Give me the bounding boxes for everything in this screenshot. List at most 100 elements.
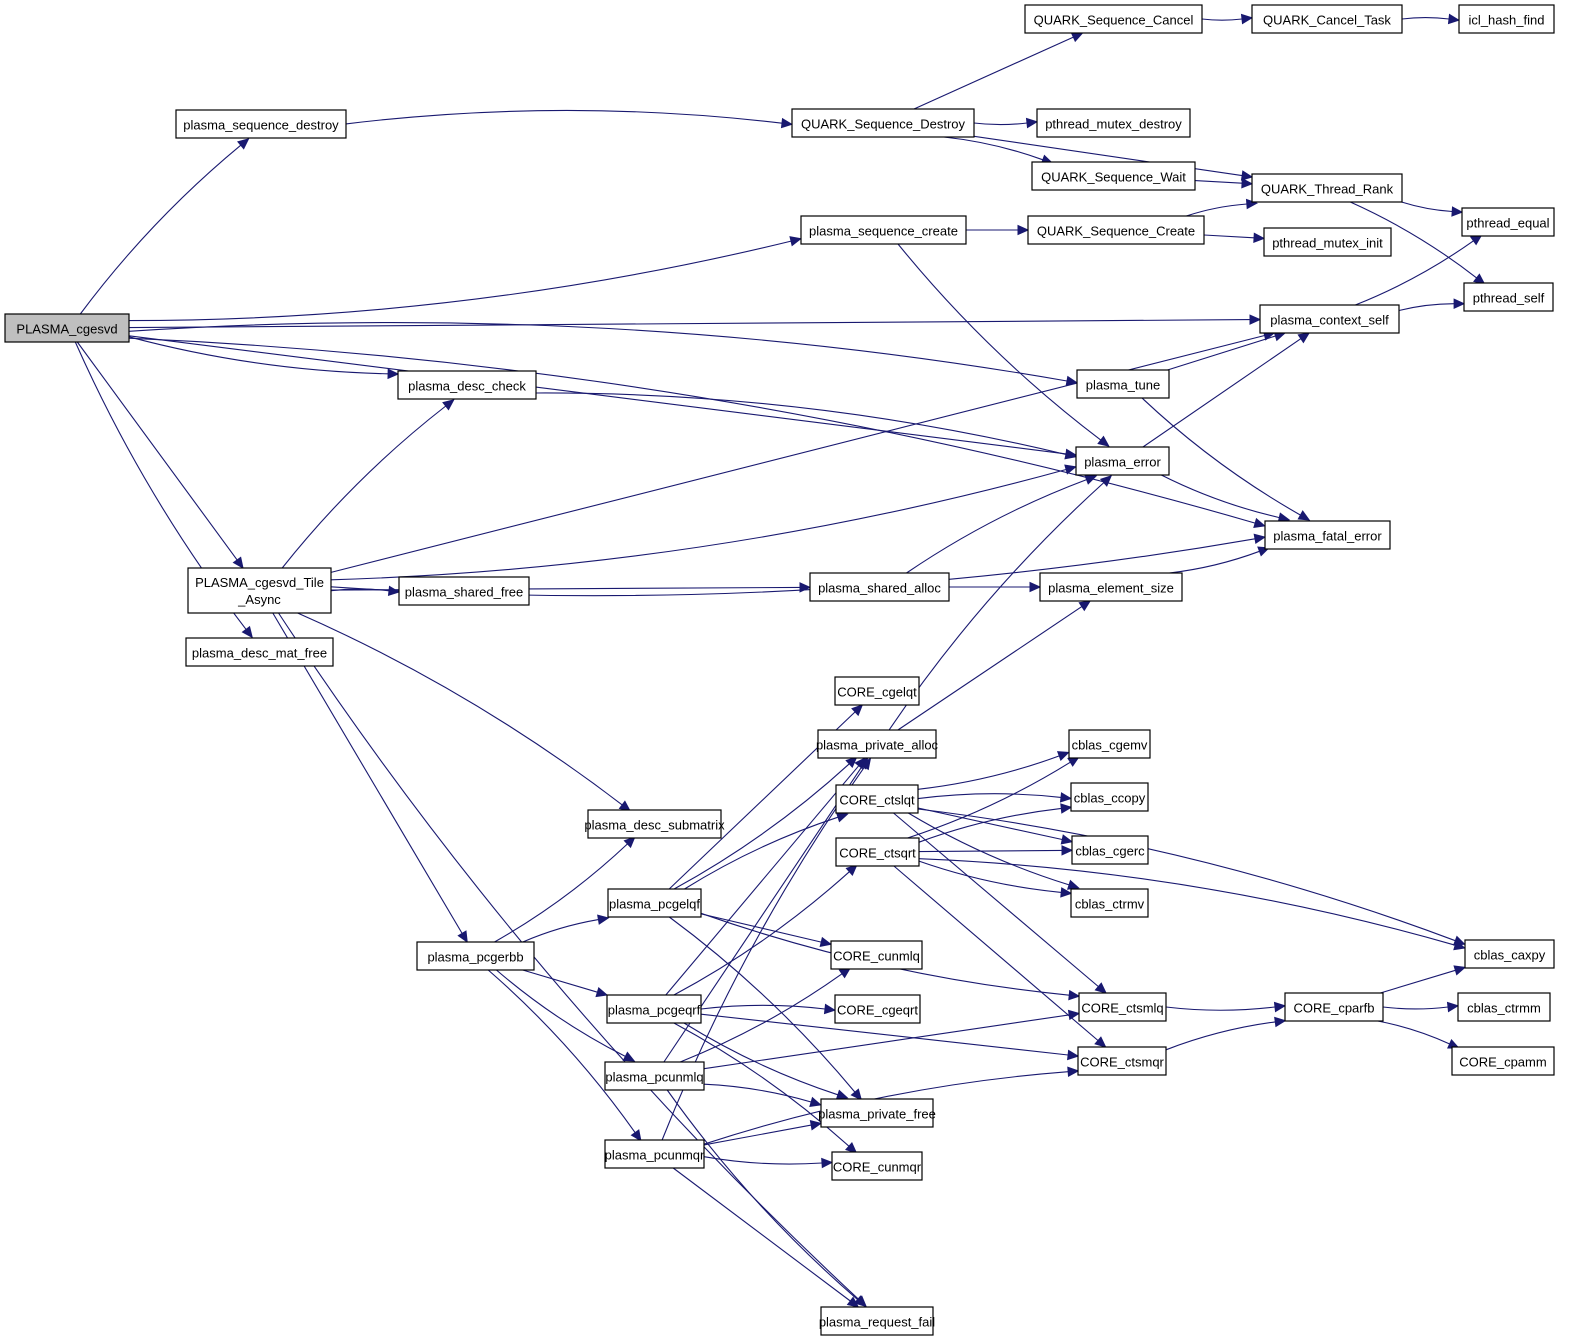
node-core-ctslqt[interactable]: CORE_ctslqt xyxy=(835,784,919,814)
node-plasma-pcgelqf[interactable]: plasma_pcgelqf xyxy=(607,888,702,918)
node-plasma-request-fail[interactable]: plasma_request_fail xyxy=(819,1306,935,1336)
node-box[interactable] xyxy=(4,313,130,343)
node-box[interactable] xyxy=(604,1139,705,1169)
node-plasma-pcunmlq[interactable]: plasma_pcunmlq xyxy=(604,1061,705,1091)
node-box[interactable] xyxy=(398,576,530,606)
node-box[interactable] xyxy=(809,572,950,602)
node-cblas-caxpy[interactable]: cblas_caxpy xyxy=(1464,939,1555,969)
node-box[interactable] xyxy=(834,994,921,1024)
node-box[interactable] xyxy=(1077,1046,1167,1076)
node-cblas-ctrmm[interactable]: cblas_ctrmm xyxy=(1457,992,1551,1022)
node-box[interactable] xyxy=(1264,520,1391,550)
node-cblas-ctrmv[interactable]: cblas_ctrmv xyxy=(1070,888,1149,918)
node-box[interactable] xyxy=(800,215,967,245)
node-pthread-mutex-destroy[interactable]: pthread_mutex_destroy xyxy=(1036,108,1191,138)
node-box[interactable] xyxy=(1071,835,1149,865)
node-box[interactable] xyxy=(830,940,923,970)
node-box[interactable] xyxy=(831,1151,923,1181)
node-box[interactable] xyxy=(1251,173,1403,203)
node-plasma-pcgerbb[interactable]: plasma_pcgerbb xyxy=(416,941,535,971)
node-plasma-element-size[interactable]: plasma_element_size xyxy=(1039,572,1183,602)
node-box[interactable] xyxy=(1075,446,1170,476)
node-box[interactable] xyxy=(185,637,334,667)
node-box[interactable] xyxy=(587,809,722,839)
node-core-cunmlq[interactable]: CORE_cunmlq xyxy=(830,940,923,970)
node-plasma-context-self[interactable]: plasma_context_self xyxy=(1259,304,1400,334)
node-box[interactable] xyxy=(835,784,919,814)
node-plasma-private-alloc[interactable]: plasma_private_alloc xyxy=(816,729,939,759)
node-box[interactable] xyxy=(1463,282,1554,312)
node-core-ctsmqr[interactable]: CORE_ctsmqr xyxy=(1077,1046,1167,1076)
node-plasma-sequence-destroy[interactable]: plasma_sequence_destroy xyxy=(175,109,347,139)
node-box[interactable] xyxy=(604,1061,705,1091)
node-box[interactable] xyxy=(1461,207,1555,237)
node-quark-sequence-create[interactable]: QUARK_Sequence_Create xyxy=(1027,215,1205,245)
node-box[interactable] xyxy=(607,888,702,918)
node-box[interactable] xyxy=(1464,939,1555,969)
node-box[interactable] xyxy=(416,941,535,971)
node-box[interactable] xyxy=(1284,992,1384,1022)
node-box[interactable] xyxy=(817,729,937,759)
node-quark-sequence-destroy[interactable]: QUARK_Sequence_Destroy xyxy=(791,108,975,138)
node-box[interactable] xyxy=(397,370,537,400)
node-core-cparfb[interactable]: CORE_cparfb xyxy=(1284,992,1384,1022)
node-cblas-ccopy[interactable]: cblas_ccopy xyxy=(1070,782,1149,812)
node-plasma-tune[interactable]: plasma_tune xyxy=(1076,369,1170,399)
node-box[interactable] xyxy=(1078,992,1167,1022)
node-core-cgeqrt[interactable]: CORE_cgeqrt xyxy=(834,994,921,1024)
node-box[interactable] xyxy=(1070,888,1149,918)
node-plasma-desc-submatrix[interactable]: plasma_desc_submatrix xyxy=(584,809,725,839)
node-core-cunmqr[interactable]: CORE_cunmqr xyxy=(831,1151,923,1181)
node-plasma-desc-check[interactable]: plasma_desc_check xyxy=(397,370,537,400)
node-quark-sequence-wait[interactable]: QUARK_Sequence_Wait xyxy=(1031,161,1196,191)
node-core-ctsmlq[interactable]: CORE_ctsmlq xyxy=(1078,992,1167,1022)
node-box[interactable] xyxy=(820,1098,934,1128)
node-quark-sequence-cancel[interactable]: QUARK_Sequence_Cancel xyxy=(1024,4,1203,34)
node-plasma-pcunmqr[interactable]: plasma_pcunmqr xyxy=(604,1139,705,1169)
node-core-cpamm[interactable]: CORE_cpamm xyxy=(1451,1046,1555,1076)
node-plasma-pcgeqrf[interactable]: plasma_pcgeqrf xyxy=(606,994,702,1024)
node-box[interactable] xyxy=(1070,782,1149,812)
node-cblas-cgerc[interactable]: cblas_cgerc xyxy=(1071,835,1149,865)
node-box[interactable] xyxy=(1076,369,1170,399)
node-icl-hash-find[interactable]: icl_hash_find xyxy=(1458,4,1555,34)
node-box[interactable] xyxy=(791,108,975,138)
node-box[interactable] xyxy=(187,567,332,614)
node-plasma-desc-mat-free[interactable]: plasma_desc_mat_free xyxy=(185,637,334,667)
node-box[interactable] xyxy=(1457,992,1551,1022)
node-plasma-private-free[interactable]: plasma_private_free xyxy=(818,1098,936,1128)
node-quark-thread-rank[interactable]: QUARK_Thread_Rank xyxy=(1251,173,1403,203)
node-box[interactable] xyxy=(1024,4,1203,34)
node-cblas-cgemv[interactable]: cblas_cgemv xyxy=(1068,729,1151,759)
node-box[interactable] xyxy=(835,837,920,867)
node-box[interactable] xyxy=(834,676,920,706)
node-core-cgelqt[interactable]: CORE_cgelqt xyxy=(834,676,920,706)
edge-line xyxy=(1169,550,1260,574)
node-box[interactable] xyxy=(1251,4,1403,34)
node-pthread-mutex-init[interactable]: pthread_mutex_init xyxy=(1263,227,1392,257)
node-box[interactable] xyxy=(820,1306,934,1336)
node-core-ctsqrt[interactable]: CORE_ctsqrt xyxy=(835,837,920,867)
node-box[interactable] xyxy=(1068,729,1151,759)
node-plasma-sequence-create[interactable]: plasma_sequence_create xyxy=(800,215,967,245)
node-plasma-error[interactable]: plasma_error xyxy=(1075,446,1170,476)
node-box[interactable] xyxy=(1263,227,1392,257)
node-plasma-cgesvd-tile-async[interactable]: PLASMA_cgesvd_Tile_Async xyxy=(187,567,332,614)
node-quark-cancel-task[interactable]: QUARK_Cancel_Task xyxy=(1251,4,1403,34)
node-box[interactable] xyxy=(1031,161,1196,191)
node-box[interactable] xyxy=(1458,4,1555,34)
node-box[interactable] xyxy=(1259,304,1400,334)
node-pthread-equal[interactable]: pthread_equal xyxy=(1461,207,1555,237)
node-plasma-cgesvd[interactable]: PLASMA_cgesvd xyxy=(4,313,130,343)
node-pthread-self[interactable]: pthread_self xyxy=(1463,282,1554,312)
arrowhead-icon xyxy=(835,1089,849,1100)
node-box[interactable] xyxy=(1451,1046,1555,1076)
node-box[interactable] xyxy=(1027,215,1205,245)
node-box[interactable] xyxy=(175,109,347,139)
node-plasma-fatal-error[interactable]: plasma_fatal_error xyxy=(1264,520,1391,550)
node-plasma-shared-alloc[interactable]: plasma_shared_alloc xyxy=(809,572,950,602)
node-box[interactable] xyxy=(1036,108,1191,138)
node-box[interactable] xyxy=(1039,572,1183,602)
node-box[interactable] xyxy=(606,994,702,1024)
node-plasma-shared-free[interactable]: plasma_shared_free xyxy=(398,576,530,606)
